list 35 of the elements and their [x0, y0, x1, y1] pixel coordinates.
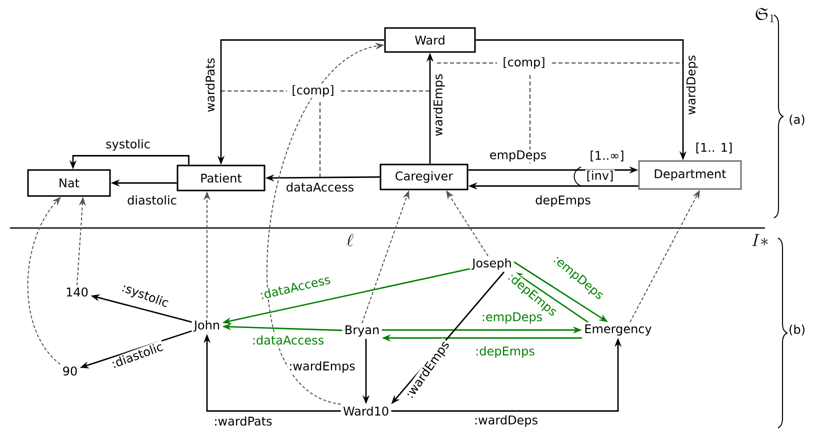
edge-label: dataAccess [284, 181, 356, 193]
edge-label: wardDeps [685, 54, 699, 116]
instance-label: Joseph [472, 258, 511, 270]
edge-label: :wardPats [212, 415, 274, 427]
edge-label: empDeps [488, 149, 548, 163]
edge-label: :wardEmps [288, 360, 356, 374]
class-box: Nat [27, 169, 111, 197]
multiplicity-label: [1.. 1] [694, 142, 734, 154]
edge-label: wardEmps [432, 72, 446, 138]
class-box: Ward [384, 27, 476, 53]
morphism-symbol: $\ell$ [346, 234, 354, 246]
instance-symbol: $I*$ [752, 234, 768, 246]
edge-label: depEmps [534, 194, 592, 208]
constraint-label: [comp] [502, 56, 546, 70]
edge-label: :dataAccess [250, 334, 326, 346]
class-box: Department [638, 160, 742, 190]
panel-label: (b) [788, 324, 806, 336]
multiplicity-label: [1..∞] [588, 150, 626, 162]
class-box: Caregiver [380, 164, 468, 190]
instance-label: Bryan [346, 325, 379, 337]
instance-label: 140 [66, 287, 88, 297]
edge-label: wardPats [204, 56, 216, 114]
instance-label: Emergency [585, 324, 652, 336]
edge-label: systolic [104, 138, 152, 152]
instance-label: 90 [63, 366, 77, 376]
class-box: Patient [176, 164, 266, 192]
edge-label: :depEmps [474, 345, 536, 359]
instance-label: John [193, 320, 220, 332]
edge-label: :wardDeps [472, 414, 540, 428]
panel-label: (a) [788, 114, 806, 126]
instance-label: Ward10 [343, 406, 388, 416]
edge-label: diastolic [126, 194, 178, 206]
constraint-label: [inv] [585, 170, 615, 182]
schema-symbol: $\mathfrak{S}_1$ [756, 8, 774, 22]
constraint-label: [comp] [290, 84, 336, 98]
